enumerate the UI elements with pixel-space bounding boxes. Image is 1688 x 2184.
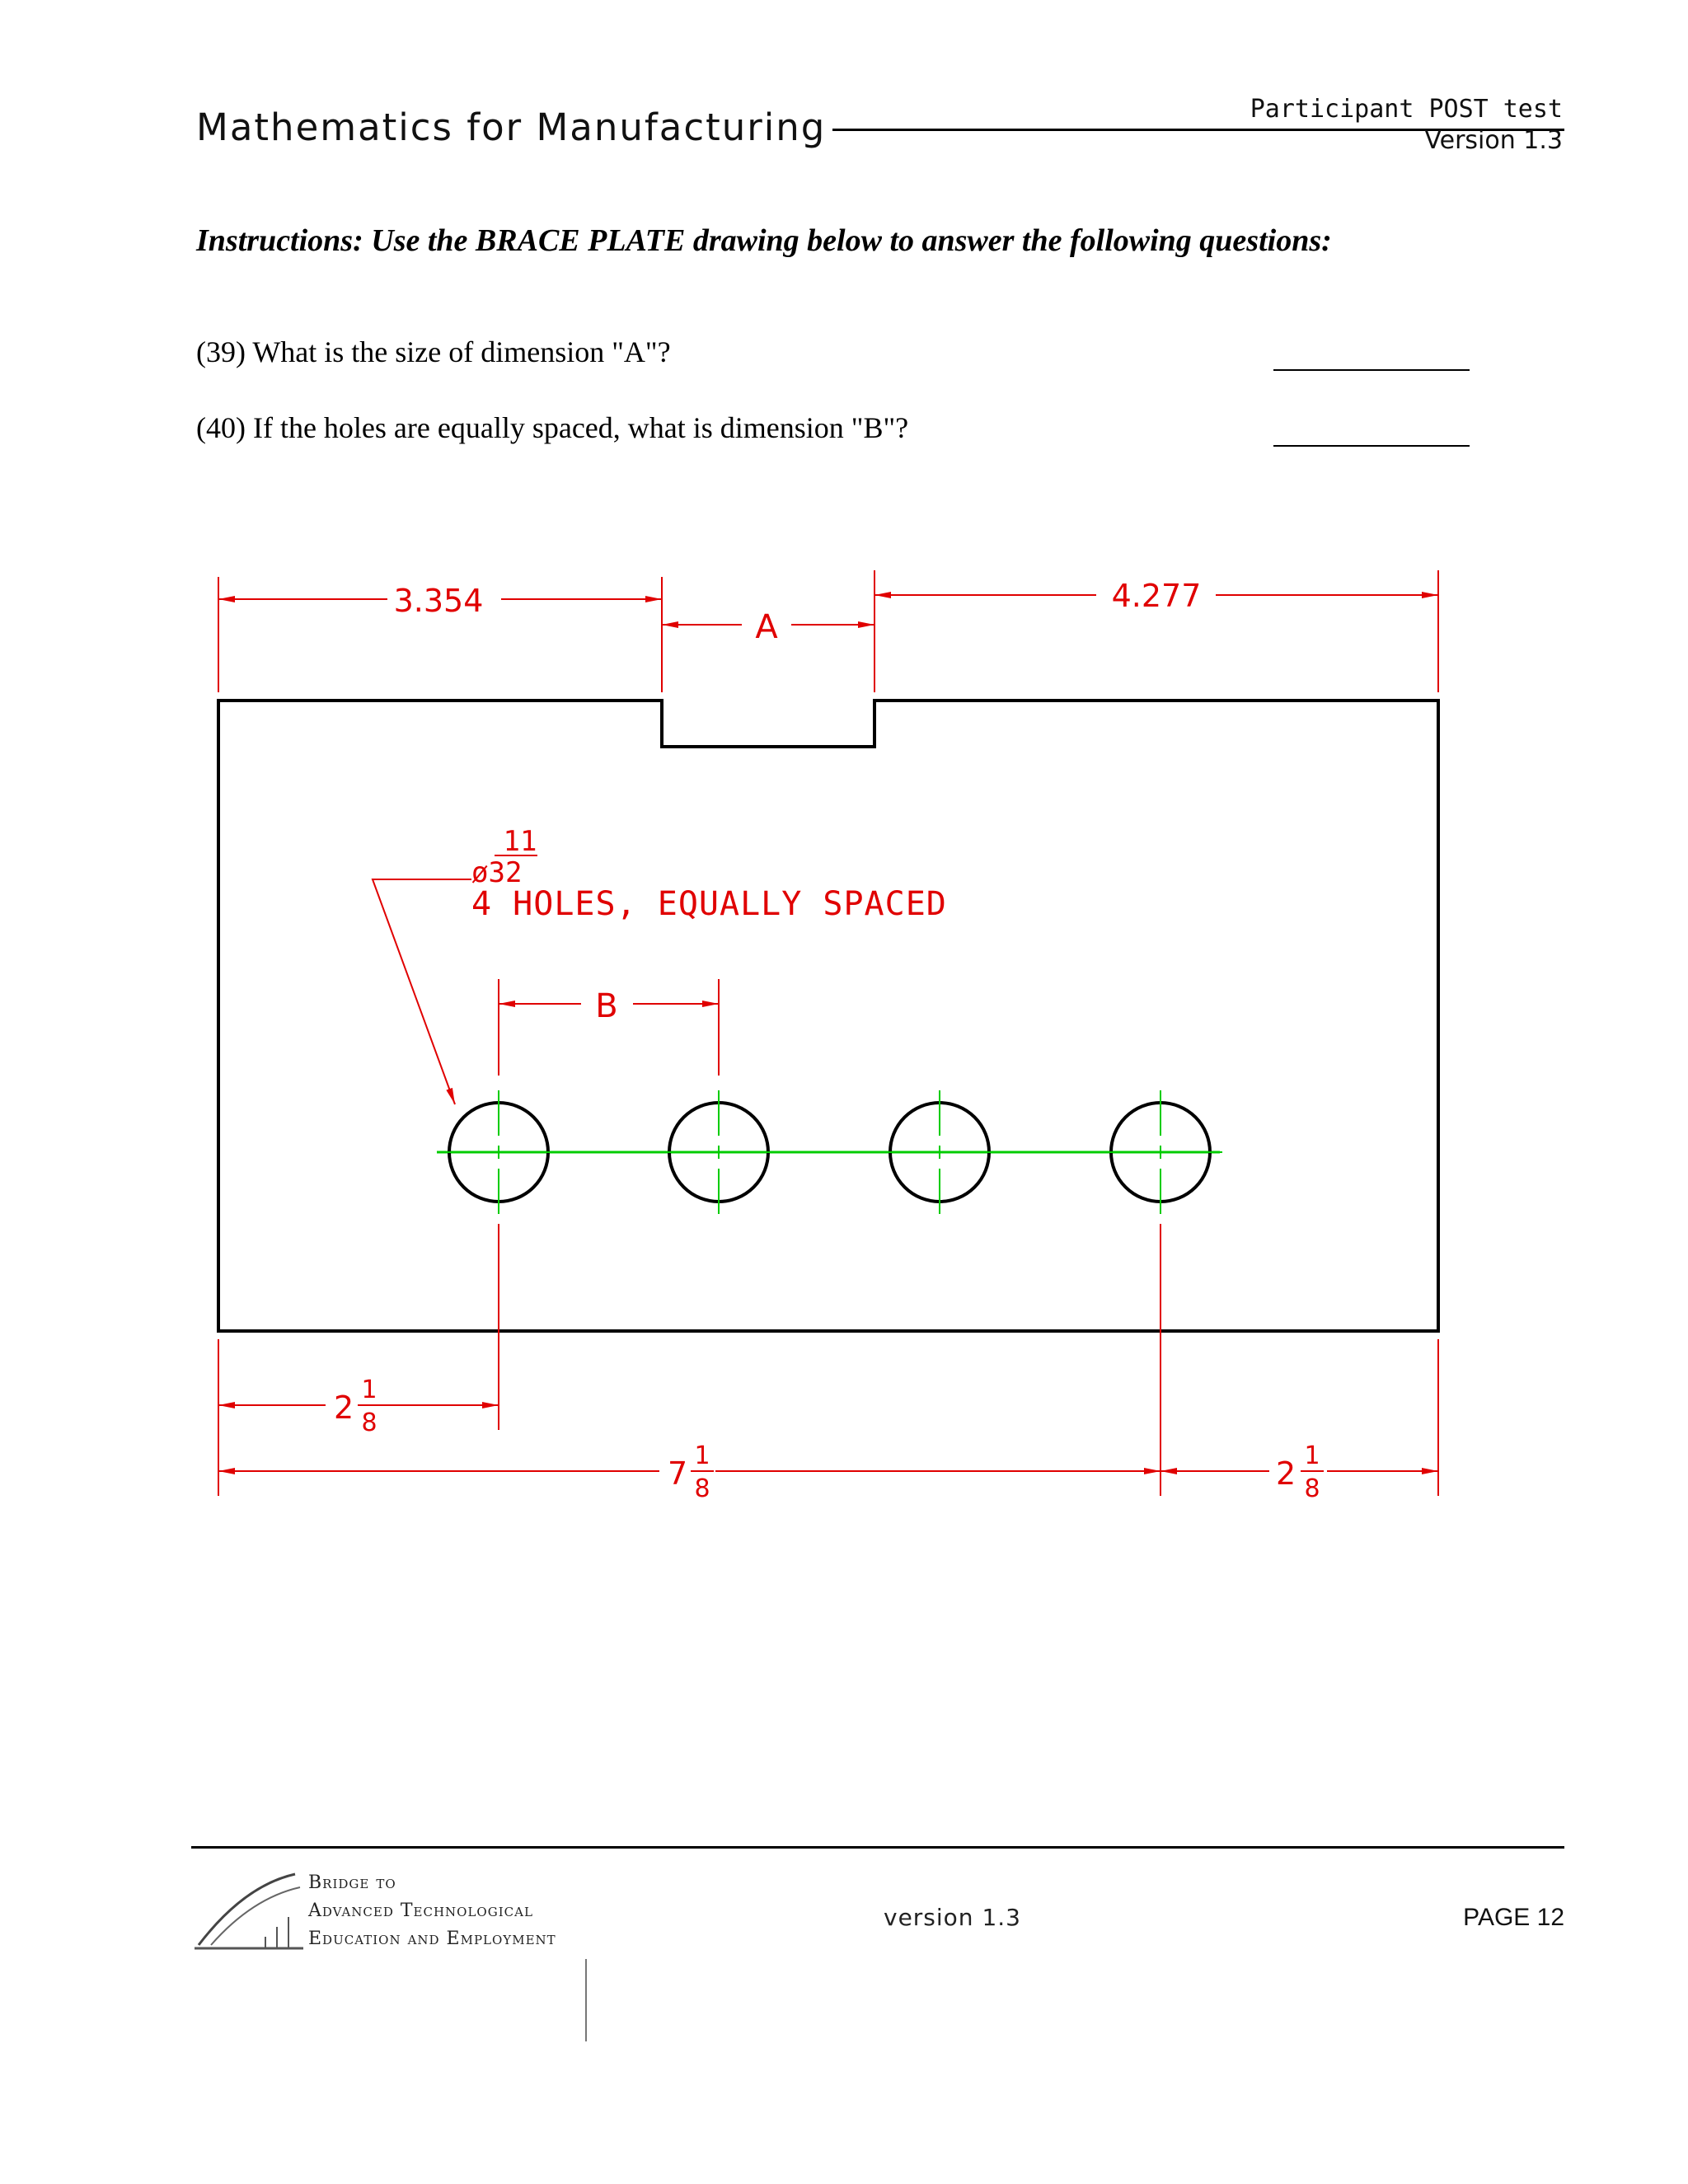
header-version: Version 1.3 xyxy=(1424,126,1563,155)
hole-note-numerator: 11 xyxy=(504,825,537,858)
document-title: Mathematics for Manufacturing xyxy=(196,105,827,149)
dim-2-1-8-left-whole: 2 xyxy=(334,1390,354,1426)
dim-a-label: A xyxy=(755,608,778,646)
plate-outline xyxy=(217,699,1440,1333)
header-test-label: Participant POST test xyxy=(1250,95,1563,124)
dim-7-1-8-whole: 7 xyxy=(668,1455,687,1492)
logo-line-3: Education and Employment xyxy=(308,1929,556,1949)
footer-rule xyxy=(191,1846,1564,1849)
dim-3354: 3.354 xyxy=(394,583,484,619)
dim-7-1-8-num: 1 xyxy=(694,1441,710,1470)
bridge-logo-icon xyxy=(195,1872,303,1950)
dim-2-1-8-right-den: 8 xyxy=(1304,1474,1320,1503)
hole-note-leader xyxy=(371,879,471,1105)
answer-blank-40[interactable] xyxy=(1273,445,1470,447)
page-number: PAGE 12 xyxy=(1463,1904,1564,1931)
dim-7-1-8-den: 8 xyxy=(694,1474,710,1503)
holes-group xyxy=(437,1090,1222,1214)
hole-note-denominator: ø32 xyxy=(471,856,522,889)
logo-separator xyxy=(585,1959,587,2041)
logo-line-2: Advanced Technological xyxy=(308,1900,533,1921)
dim-2-1-8-left-num: 1 xyxy=(361,1376,377,1404)
question-39: (39) What is the size of dimension "A"? xyxy=(196,335,671,368)
dim-4277: 4.277 xyxy=(1112,578,1202,614)
question-40: (40) If the holes are equally spaced, wh… xyxy=(196,411,909,444)
instructions: Instructions: Use the BRACE PLATE drawin… xyxy=(196,223,1332,258)
bridge-logo-text: Bridge to Advanced Technological Educati… xyxy=(308,1869,556,1953)
logo-line-1: Bridge to xyxy=(308,1872,396,1893)
bridge-logo: Bridge to Advanced Technological Educati… xyxy=(195,1869,590,2041)
dim-2-1-8-left-den: 8 xyxy=(361,1408,377,1437)
dim-b-label: B xyxy=(595,987,617,1025)
header-right: Participant POST test Version 1.3 xyxy=(1250,94,1563,157)
header-rule xyxy=(832,129,1564,131)
dim-2-1-8-right-num: 1 xyxy=(1304,1441,1320,1470)
hole-note-text: 4 HOLES, EQUALLY SPACED xyxy=(471,885,947,923)
dim-2-1-8-right-whole: 2 xyxy=(1276,1455,1296,1492)
footer-version: version 1.3 xyxy=(884,1904,1021,1931)
answer-blank-39[interactable] xyxy=(1273,369,1470,371)
